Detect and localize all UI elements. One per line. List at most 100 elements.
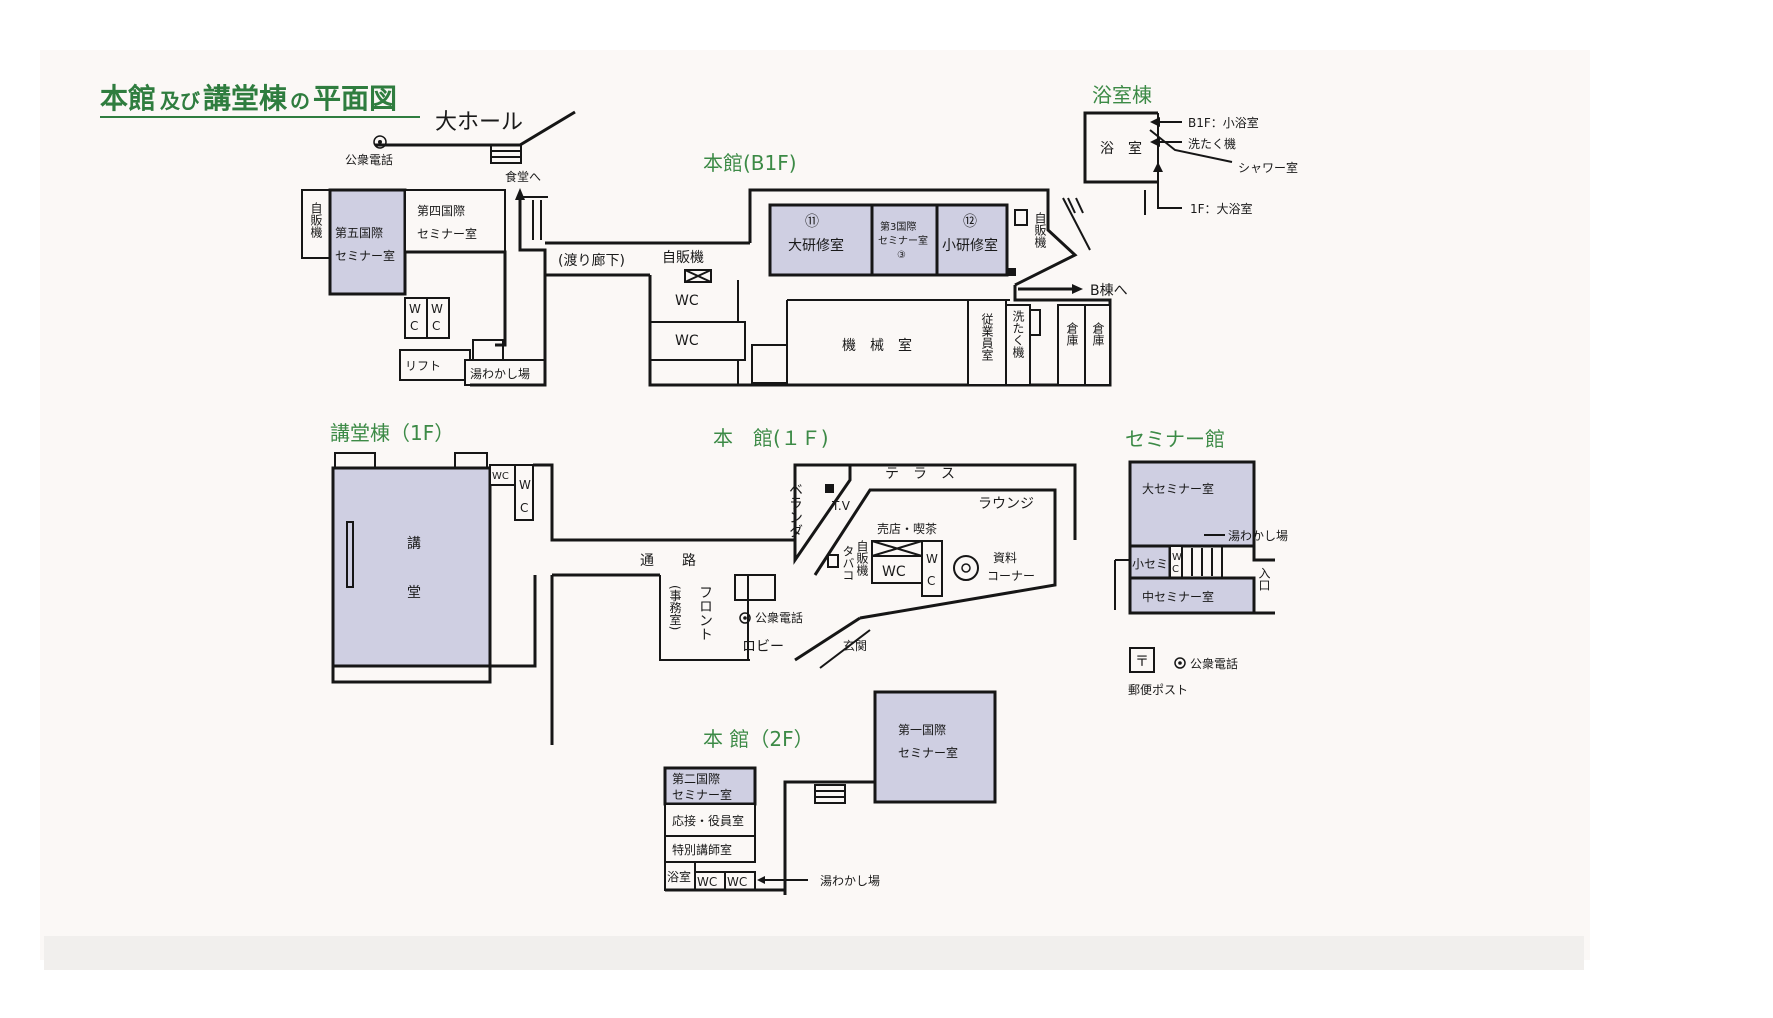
- kodo-stair-left: [334, 452, 376, 469]
- stairs-icon: [490, 144, 522, 164]
- kodo-stage: [346, 521, 354, 588]
- reception-room: [664, 803, 756, 837]
- title-no: の: [290, 89, 310, 113]
- b1f-corridor-wall: [470, 205, 547, 387]
- public-phone-1f-dot: [743, 616, 747, 620]
- wc2-box: [426, 297, 450, 339]
- room12: [935, 203, 1009, 277]
- spiral-stair-mid-icon: [751, 344, 788, 384]
- right-stairs: [1062, 197, 1091, 251]
- entrance-label: 玄関: [843, 638, 867, 653]
- wc-1f-v-c: C: [927, 574, 935, 588]
- room11: [768, 203, 874, 277]
- seminar-phone-icon: [1174, 657, 1186, 669]
- right-stairs-step: [1067, 197, 1076, 214]
- lounge-wall: [813, 488, 1057, 620]
- bath-wall: [1083, 111, 1158, 184]
- lift-label: リフト: [405, 359, 441, 373]
- washer-label: 洗たく機: [1188, 136, 1236, 151]
- wc-1f-v-box: [921, 540, 943, 597]
- to-b-arrow-head: [1072, 284, 1083, 294]
- kodo-plan: 講 堂 WC W C: [331, 452, 1077, 684]
- vending-mid-label: 自販機: [662, 250, 704, 266]
- 2f-corridor-wall: [783, 780, 875, 895]
- title-and: 及び: [160, 89, 201, 113]
- bath-arrow1-head: [1150, 117, 1160, 127]
- kitchenette-b1f-label: 湯わかし場: [470, 367, 530, 381]
- laundry-label: 洗たく機: [1011, 310, 1025, 358]
- seminar5-line1: 第五国際: [335, 226, 383, 240]
- medium-seminar-room: [1128, 576, 1256, 615]
- honkan1f-plan: 通 路 (事務室) フロント 公衆電話 ロビー 玄関 ベランダ テ ラ ス T.…: [550, 465, 1057, 745]
- reference-line2: コーナー: [987, 569, 1035, 583]
- vending-mid-x2: [684, 269, 712, 283]
- pillar: [1008, 268, 1016, 276]
- kodo-wc-c: C: [520, 501, 528, 515]
- seminar5-room: [328, 188, 407, 296]
- seminar3-line2: セミナー室: [878, 234, 928, 247]
- lounge-label: ラウンジ: [978, 496, 1034, 512]
- laundry-machine-icon: [1029, 309, 1041, 336]
- right-stairs-step: [1075, 197, 1084, 214]
- machine-label: 機 械 室: [842, 337, 912, 354]
- kodo-hall: [331, 466, 492, 668]
- bath-big-line: [1157, 165, 1182, 209]
- entrance-line2: [819, 629, 871, 669]
- tv-label: T.V: [831, 499, 851, 513]
- public-phone-dot: [378, 140, 382, 144]
- wc1-w: W: [409, 302, 421, 316]
- kodo-stair-right: [454, 452, 488, 469]
- wc2-c: C: [432, 319, 440, 333]
- post-symbol: 〒: [1135, 654, 1149, 670]
- wc-b-label: WC: [675, 333, 699, 349]
- title-end: 平面図: [313, 82, 397, 115]
- vending-left-label: 自販機: [309, 202, 323, 238]
- bath-arrow2-head: [1150, 137, 1160, 147]
- storage2-room: [1084, 304, 1111, 386]
- seminar-kan-plan: 大セミナー室 湯わかし場 小セミ W C 中セミナー室 入口 〒 郵便ポスト 公…: [1114, 460, 1288, 697]
- public-phone-1f-label: 公衆電話: [755, 610, 803, 625]
- terrace-label: テ ラ ス: [885, 466, 955, 482]
- seminar3-line1: 第3国際: [880, 220, 916, 233]
- reference-table-icon: [953, 555, 979, 581]
- shop-x2: [871, 540, 923, 557]
- seminar2-line1: 第二国際: [672, 772, 720, 786]
- to-b-label: B棟へ: [1090, 283, 1128, 299]
- wc-1f-v-w: W: [926, 552, 938, 566]
- title-rest: 講堂棟: [203, 82, 288, 115]
- public-phone-icon: [373, 135, 387, 149]
- small-seminar-label: 小セミ: [1132, 557, 1168, 571]
- room12-number: ⑫: [963, 214, 977, 230]
- 2f-stairs-icon: [814, 784, 846, 804]
- wc-1f-box: [871, 555, 923, 584]
- big-bath-label: 1F：大浴室: [1190, 201, 1253, 216]
- entrance-line: [794, 616, 861, 662]
- passage-label: 通 路: [640, 553, 696, 569]
- section-honkan2f-label: 本 館（2F）: [703, 727, 814, 751]
- seminar1-line2: セミナー室: [898, 745, 958, 760]
- post-box-icon: [1129, 647, 1155, 673]
- corridor-label: (渡り廊下): [558, 252, 625, 269]
- vending-right-label: 自販機: [1033, 212, 1047, 248]
- reference-table-inner: [961, 563, 971, 573]
- page-title: 本館 及び 講堂棟 の 平面図: [100, 82, 420, 118]
- wc-right-wall: [737, 280, 746, 385]
- section-seminar-kan-label: セミナー館: [1125, 427, 1225, 451]
- b1f-left-wall: [405, 250, 507, 347]
- 2f-bath-label: 浴室: [667, 869, 691, 884]
- seminar-wc-c: C: [1172, 564, 1179, 575]
- 2f-wc2-label: WC: [727, 875, 747, 889]
- large-seminar-room: [1128, 460, 1256, 548]
- tobacco-label: タバコ: [841, 545, 855, 581]
- front-label: フロント: [697, 585, 713, 641]
- seminar4-room: [404, 189, 506, 253]
- seminar-phone-dot: [1178, 661, 1182, 665]
- 2f-kitchenette-arrow-head: [757, 876, 765, 884]
- wc2-w: W: [431, 302, 443, 316]
- vending-right-box: [1014, 209, 1028, 226]
- staff-label: 従業員室: [980, 313, 994, 361]
- sheet-bottom-strip: [44, 936, 1584, 970]
- bath-plan: 浴 室 B1F：小浴室 洗たく機 シャワー室 1F：大浴室: [1083, 111, 1298, 216]
- tv-pillar: [825, 484, 834, 493]
- kodo-label2: 堂: [407, 585, 421, 601]
